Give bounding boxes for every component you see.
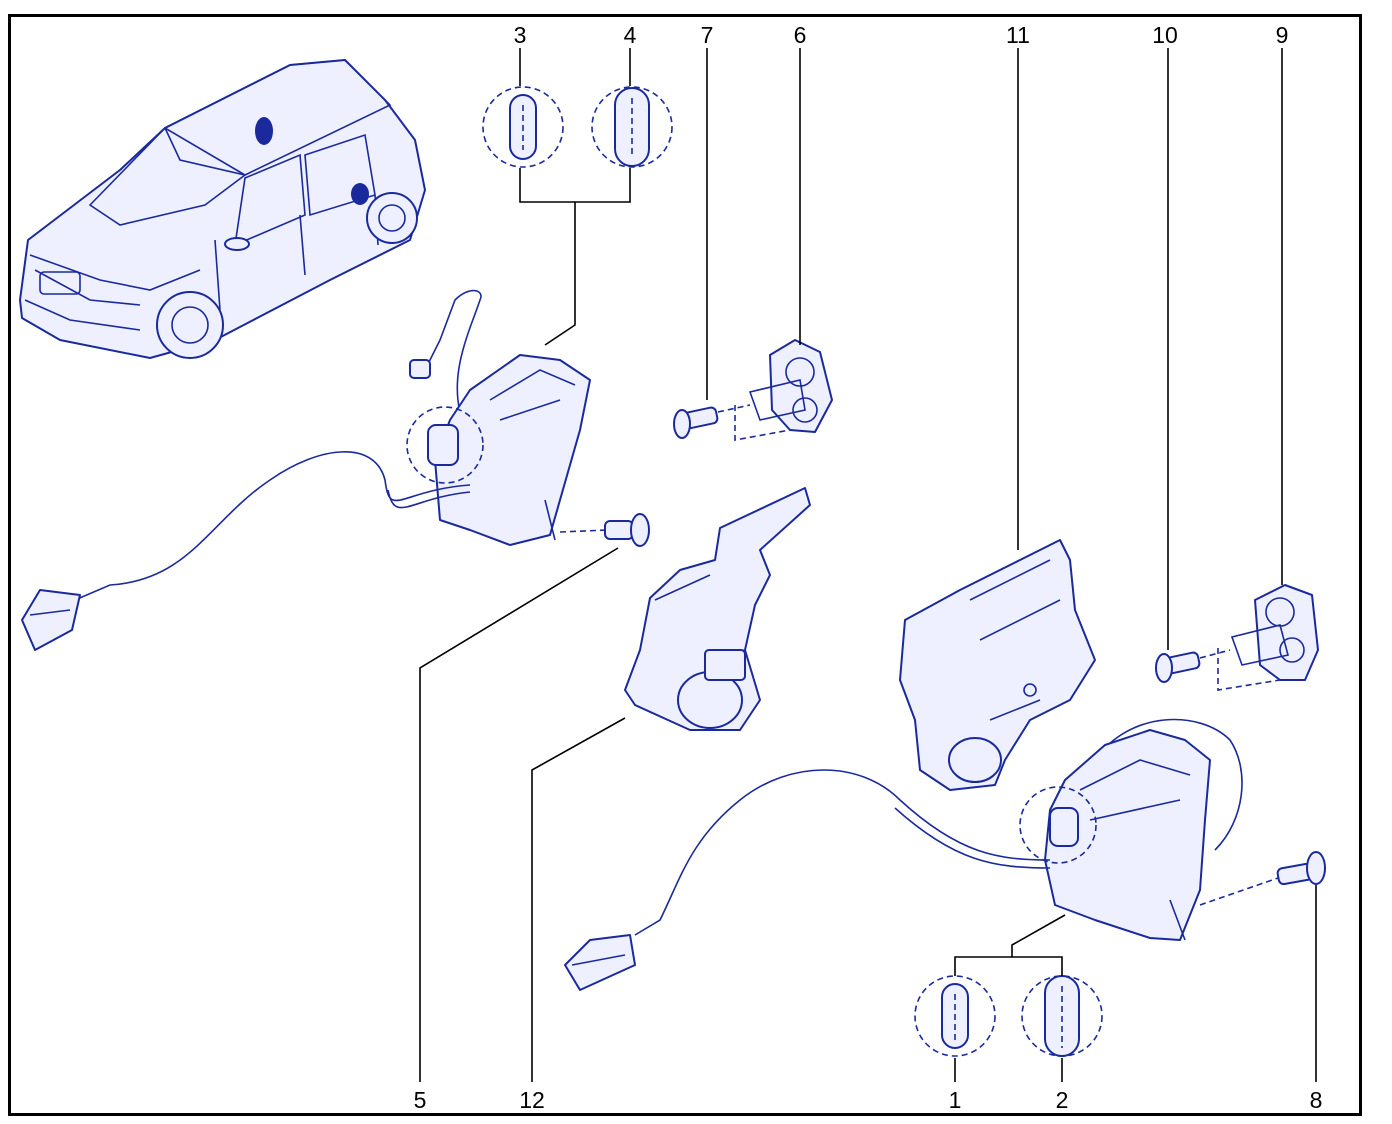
screw-icon — [1199, 851, 1326, 906]
screw-icon — [559, 513, 650, 547]
trim-cover-icon — [899, 539, 1096, 791]
callout-9: 9 — [1276, 22, 1289, 48]
callout-2: 2 — [1056, 1087, 1069, 1113]
striker-icon — [1217, 584, 1319, 691]
trim-cover-icon — [624, 487, 811, 731]
screw-icon — [673, 404, 751, 439]
rear-lock-mechanism-icon — [564, 718, 1243, 991]
callout-5: 5 — [414, 1087, 427, 1113]
striker-icon — [734, 339, 833, 441]
callout-10: 10 — [1152, 22, 1178, 48]
callout-7: 7 — [701, 22, 714, 48]
screw-icon — [1155, 649, 1231, 683]
callout-4: 4 — [624, 22, 637, 48]
connector-icon — [914, 975, 1103, 1057]
callout-8: 8 — [1310, 1087, 1323, 1113]
car-icon — [19, 59, 426, 359]
diagram-frame — [8, 14, 1362, 1116]
callout-6: 6 — [794, 22, 807, 48]
callout-3: 3 — [514, 22, 527, 48]
leader-lines — [419, 48, 1317, 1082]
callout-12: 12 — [519, 1087, 545, 1113]
connector-icon — [482, 86, 673, 168]
front-lock-mechanism-icon — [21, 289, 591, 651]
callout-1: 1 — [949, 1087, 962, 1113]
callout-11: 11 — [1006, 22, 1030, 48]
